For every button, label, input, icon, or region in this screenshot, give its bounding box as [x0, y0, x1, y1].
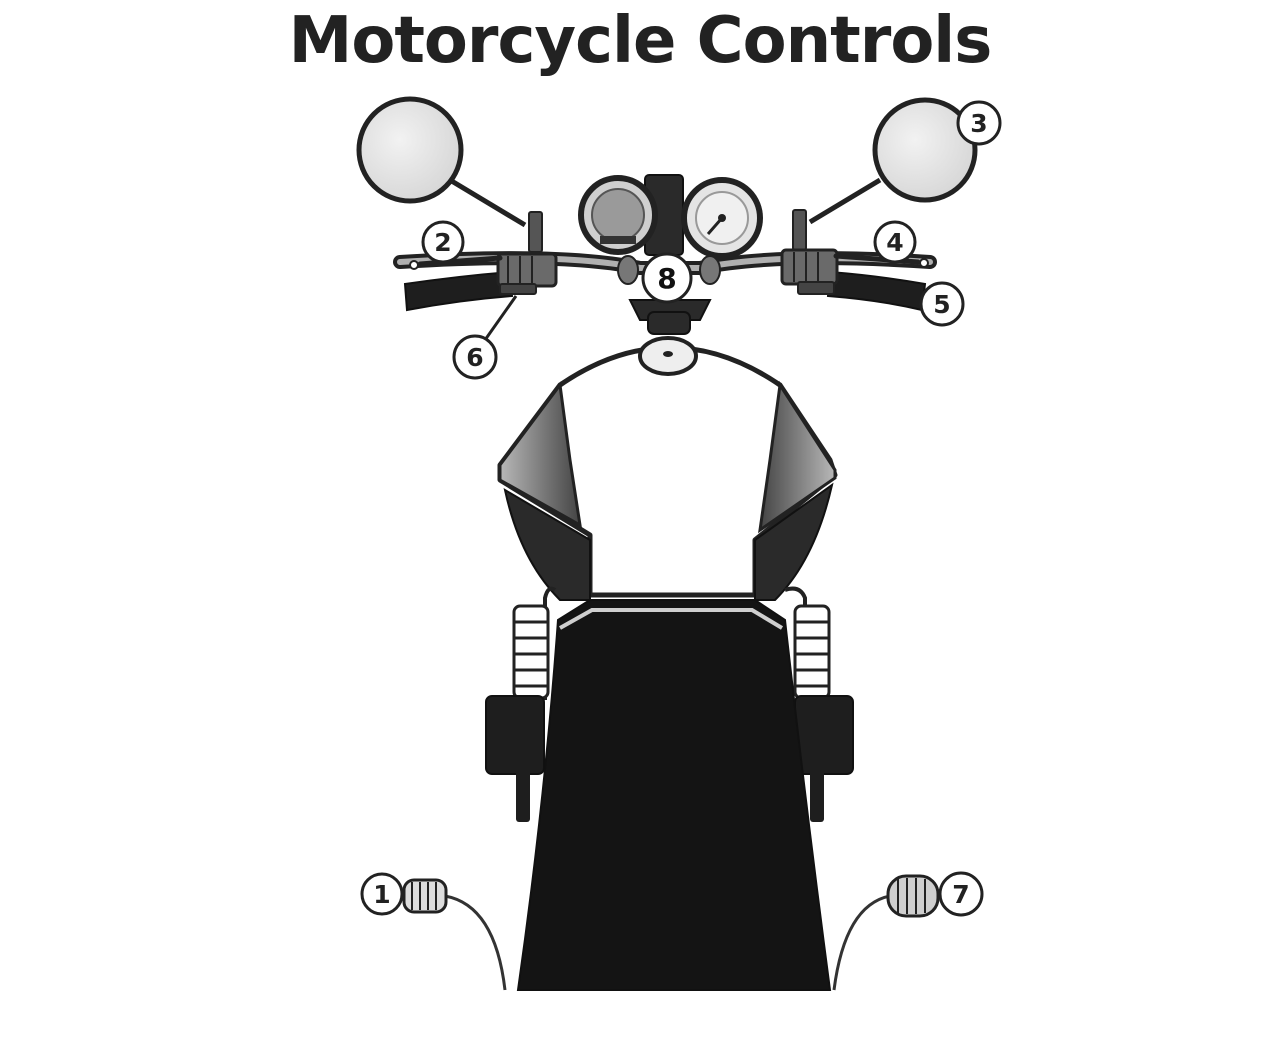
svg-text:5: 5	[933, 290, 950, 319]
gear-shifter	[404, 880, 505, 990]
rear-brake-pedal	[834, 876, 938, 990]
callout-7: 7	[940, 873, 982, 915]
right-rear-shock	[795, 606, 829, 698]
svg-text:7: 7	[952, 880, 969, 909]
svg-text:4: 4	[886, 228, 903, 257]
fuel-tank	[500, 338, 835, 600]
callout-8: 8	[643, 254, 691, 302]
callout-6: 6	[454, 336, 496, 378]
svg-text:3: 3	[970, 109, 987, 138]
svg-text:6: 6	[466, 343, 483, 372]
callout-1: 1	[362, 874, 402, 914]
callout-3: 3	[958, 102, 1000, 144]
left-rear-shock	[514, 606, 548, 698]
svg-text:8: 8	[657, 262, 676, 295]
callout-5: 5	[921, 283, 963, 325]
callout-2: 2	[423, 222, 463, 262]
callout-4: 4	[875, 222, 915, 262]
right-mirror	[810, 100, 975, 222]
instrument-cluster	[581, 175, 760, 256]
left-mirror	[359, 99, 525, 225]
seat	[518, 600, 830, 990]
svg-text:1: 1	[373, 880, 390, 909]
svg-text:2: 2	[434, 228, 451, 257]
